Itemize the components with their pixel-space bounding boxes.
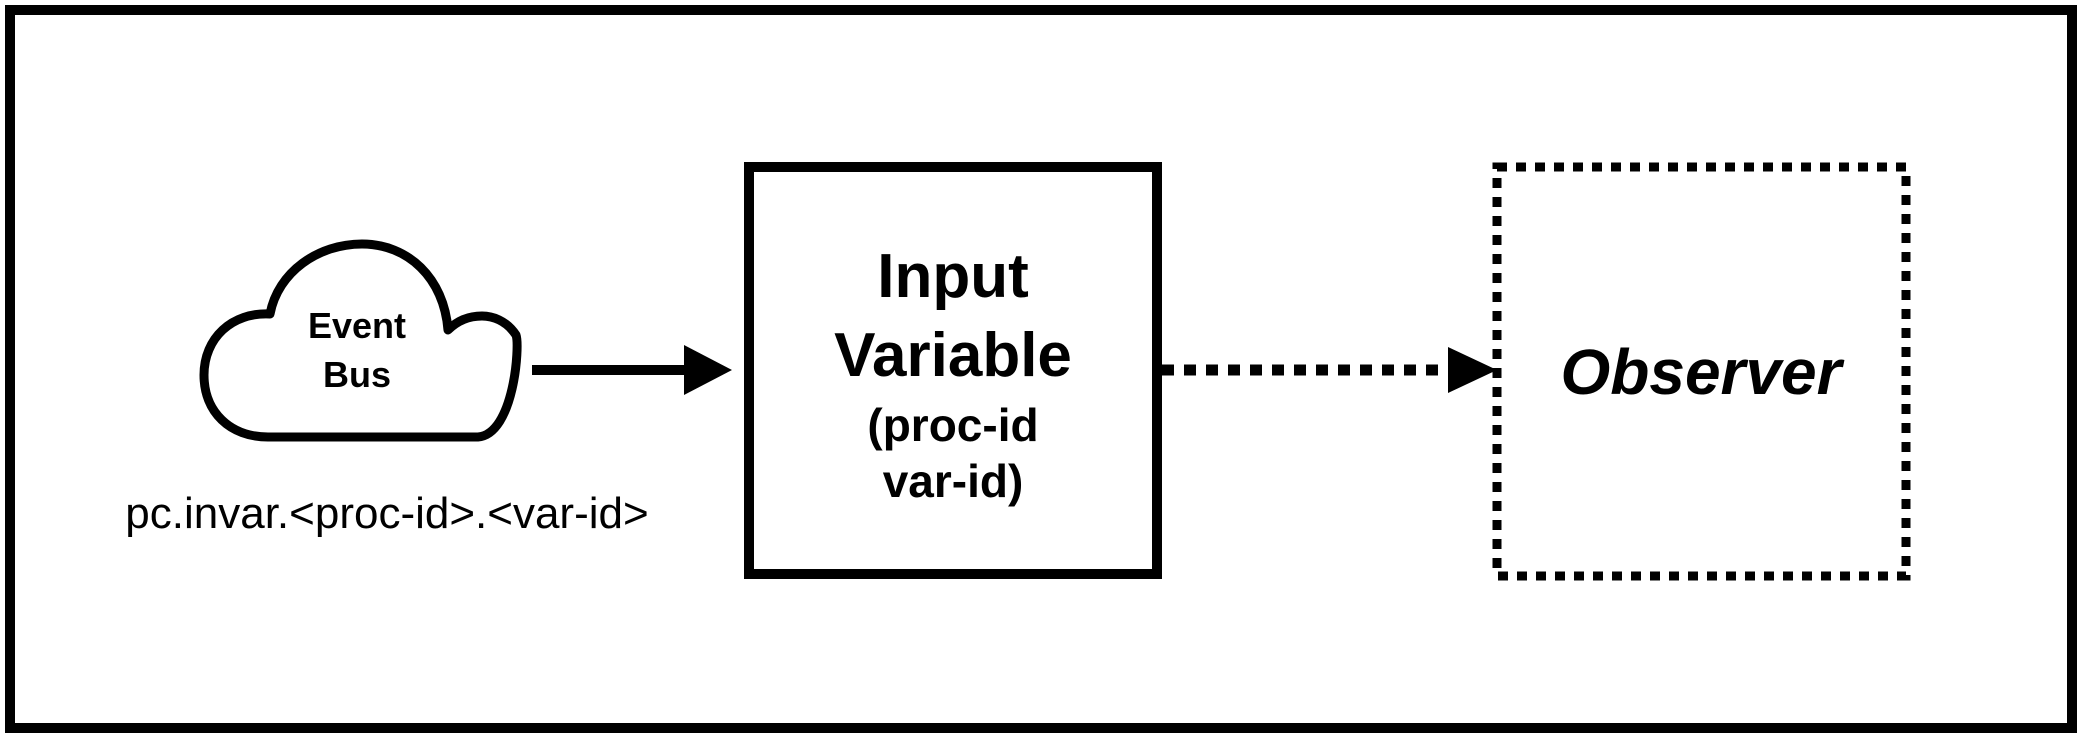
diagram-frame xyxy=(5,5,2077,733)
input-variable-box xyxy=(744,162,1162,579)
observer-box xyxy=(1492,162,1911,581)
input-variable-sub-line2: var-id) xyxy=(883,455,1024,507)
event-bus-label-line1: Event xyxy=(308,305,406,346)
input-variable-sub-line1: (proc-id xyxy=(867,399,1038,451)
event-bus-label-line2: Bus xyxy=(323,354,391,395)
publish-arrow xyxy=(532,345,732,395)
event-topic-label: pc.invar.<proc-id>.<var-id> xyxy=(125,489,648,538)
input-variable-node: Input Variable (proc-id var-id) xyxy=(744,162,1162,579)
event-bus-node: Event Bus xyxy=(199,239,522,442)
publish-arrowhead xyxy=(684,345,732,395)
input-variable-title-line2: Variable xyxy=(834,321,1072,390)
observe-arrow xyxy=(1162,347,1497,393)
observer-node: Observer xyxy=(1492,162,1911,581)
observe-arrowhead xyxy=(1448,347,1497,393)
observer-label: Observer xyxy=(1560,336,1844,408)
cloud-icon xyxy=(199,239,522,442)
input-variable-title-line1: Input xyxy=(877,242,1029,311)
